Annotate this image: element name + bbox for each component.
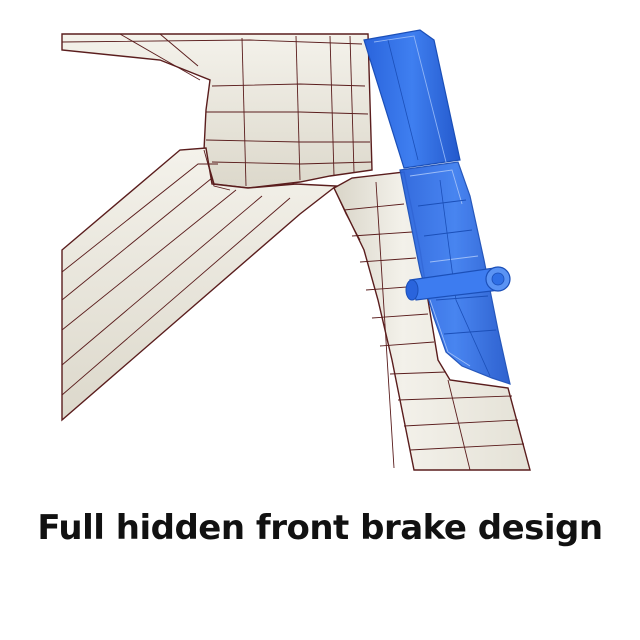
top-tube	[61, 33, 373, 189]
caption: Full hidden front brake design	[37, 508, 603, 548]
down-tube	[61, 147, 338, 422]
hidden-brake-module	[363, 29, 511, 385]
fork-leg	[333, 171, 531, 471]
brake-bolt-icon	[405, 266, 511, 301]
